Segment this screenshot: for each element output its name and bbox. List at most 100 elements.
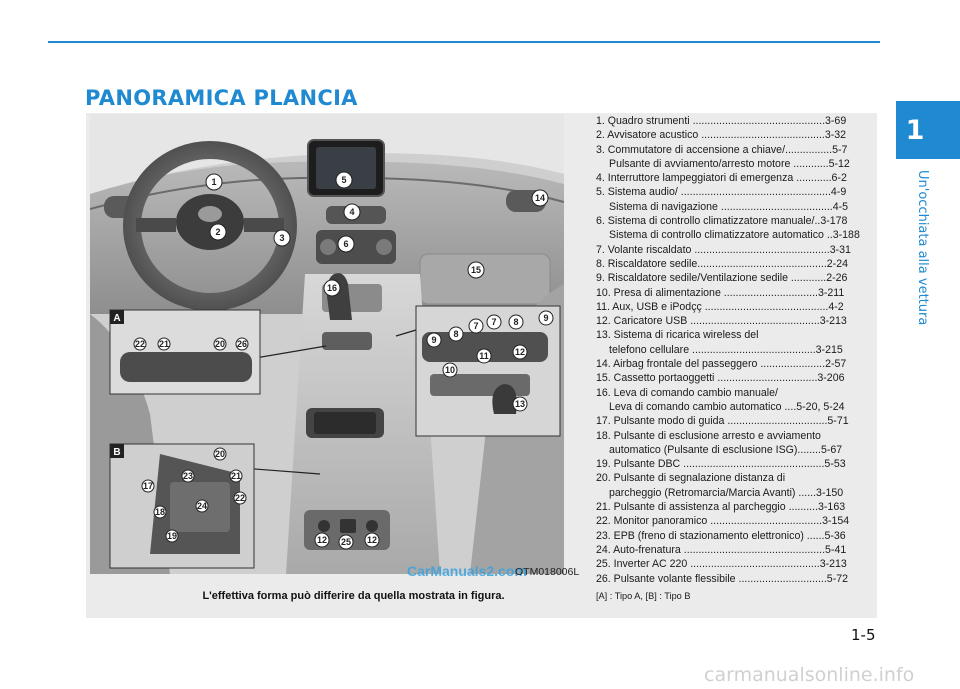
callout: 22 [133, 337, 147, 351]
callout: 12 [314, 532, 330, 548]
legend-item: 26. Pulsante volante flessibile ........… [596, 572, 849, 585]
inset-console [415, 305, 561, 437]
legend-item-continuation: Sistema di navigazione .................… [609, 200, 849, 213]
legend-item-continuation: telefono cellulare .....................… [609, 343, 843, 356]
callout: 10 [442, 362, 458, 378]
top-rule [48, 41, 880, 43]
callout: 21 [229, 469, 243, 483]
svg-text:9: 9 [431, 335, 436, 345]
legend-list: 1. Quadro strumenti ....................… [596, 114, 870, 603]
callout: 16 [323, 279, 341, 297]
callout: 14 [531, 189, 549, 207]
callout: 23 [181, 469, 195, 483]
callout: 8 [90, 114, 95, 116]
svg-text:8: 8 [453, 329, 458, 339]
svg-text:6: 6 [343, 239, 348, 249]
svg-text:8: 8 [90, 114, 95, 116]
legend-item: 17. Pulsante modo di guida .............… [596, 415, 849, 428]
svg-text:7: 7 [473, 321, 478, 331]
callout: 13 [512, 396, 528, 412]
svg-text:11: 11 [479, 351, 489, 361]
dashboard-illustration: A B 1 2 3 4 5 6 7 8 9 9 8 7 8 9 10 11 12… [90, 114, 564, 574]
legend-item: 10. Presa di alimentazione .............… [596, 286, 845, 299]
callout: 9 [426, 332, 442, 348]
legend-item: 23. EPB (freno di stazionamento elettron… [596, 529, 846, 542]
callout: 18 [153, 505, 167, 519]
svg-text:19: 19 [167, 531, 177, 541]
svg-text:26: 26 [237, 339, 247, 349]
legend-item: 12. Caricatore USB .....................… [596, 315, 847, 328]
svg-text:4: 4 [349, 207, 354, 217]
svg-text:10: 10 [445, 365, 455, 375]
legend-item: 4. Interruttore lampeggiatori di emergen… [596, 172, 847, 185]
chapter-tab: 1 [896, 101, 960, 159]
legend-note: [A] : Tipo A, [B] : Tipo B [596, 590, 691, 601]
legend-item: 6. Sistema di controllo climatizzatore m… [596, 215, 848, 228]
svg-text:18: 18 [155, 507, 165, 517]
callout: 20 [213, 337, 227, 351]
callout: 9 [538, 310, 554, 326]
svg-text:25: 25 [341, 537, 351, 547]
legend-item: 7. Volante riscaldato ..................… [596, 243, 851, 256]
steering-wheel [123, 141, 297, 311]
callout: 7 [468, 318, 484, 334]
legend-item: 13. Sistema di ricarica wireless del [596, 329, 759, 342]
legend-item-continuation: Sistema di controllo climatizzatore auto… [609, 229, 860, 242]
legend-item: 11. Aux, USB e iPodçç ..................… [596, 300, 844, 313]
callout: 9 [90, 114, 95, 116]
legend-item: 22. Monitor panoramico .................… [596, 515, 850, 528]
legend-item: 15. Cassetto portaoggetti ..............… [596, 372, 845, 385]
callout: 22 [233, 491, 247, 505]
callout: 8 [448, 326, 464, 342]
legend-item: 14. Airbag frontale del passeggero .....… [596, 358, 847, 371]
callout: 11 [476, 348, 492, 364]
svg-text:5: 5 [341, 175, 346, 185]
svg-text:7: 7 [491, 317, 496, 327]
svg-text:8: 8 [513, 317, 518, 327]
legend-item-continuation: Leva di comando cambio automatico ....5-… [609, 400, 845, 413]
callouts: 1 2 3 4 5 6 7 8 9 9 8 7 8 9 10 11 12 13 … [90, 114, 554, 550]
legend-item: 25. Inverter AC 220 ....................… [596, 558, 847, 571]
legend-item: 20. Pulsante di segnalazione distanza di [596, 472, 786, 485]
callout: 15 [467, 261, 485, 279]
callout: 20 [213, 447, 227, 461]
chapter-title-vertical: Un'occhiata alla vettura [914, 170, 934, 330]
legend-item-continuation: Pulsante di avviamento/arresto motore ..… [609, 157, 850, 170]
callout: 7 [486, 314, 502, 330]
svg-text:2: 2 [215, 227, 220, 237]
section-title: PANORAMICA PLANCIA [85, 86, 358, 110]
legend-item: 5. Sistema audio/ ......................… [596, 186, 847, 199]
legend-item-continuation: automatico (Pulsante di esclusione ISG).… [609, 443, 843, 456]
inset-a-label: A [113, 313, 120, 324]
callout: 21 [157, 337, 171, 351]
legend-item: 1. Quadro strumenti ....................… [596, 115, 847, 127]
svg-text:1: 1 [211, 177, 216, 187]
svg-text:16: 16 [327, 283, 337, 293]
svg-text:23: 23 [183, 471, 193, 481]
svg-text:9: 9 [543, 313, 548, 323]
svg-text:14: 14 [535, 193, 545, 203]
callout: 26 [235, 337, 249, 351]
chapter-title: Un'occhiata alla vettura [915, 170, 930, 326]
callout: 5 [335, 171, 353, 189]
callout: 17 [141, 479, 155, 493]
legend-item: 19. Pulsante DBC .......................… [596, 458, 846, 471]
callout: 24 [195, 499, 209, 513]
legend-item: 8. Riscaldatore sedile..................… [596, 257, 848, 270]
svg-text:9: 9 [90, 114, 95, 116]
page-number: 1-5 [851, 626, 876, 644]
svg-text:22: 22 [135, 339, 145, 349]
callout: 2 [209, 223, 227, 241]
callout: 12 [512, 344, 528, 360]
svg-text:17: 17 [143, 481, 153, 491]
figure-code: OTM018006L [515, 566, 580, 578]
chapter-number: 1 [905, 115, 925, 146]
watermark: CarManuals2.com [407, 563, 527, 579]
svg-text:13: 13 [515, 399, 525, 409]
legend-item-continuation: parcheggio (Retromarcia/Marcia Avanti) .… [609, 486, 844, 499]
callout: 8 [508, 314, 524, 330]
legend-item: 21. Pulsante di assistenza al parcheggio… [596, 501, 846, 514]
callout: 3 [273, 229, 291, 247]
legend-item: 9. Riscaldatore sedile/Ventilazione sedi… [596, 272, 848, 285]
svg-text:3: 3 [279, 233, 284, 243]
